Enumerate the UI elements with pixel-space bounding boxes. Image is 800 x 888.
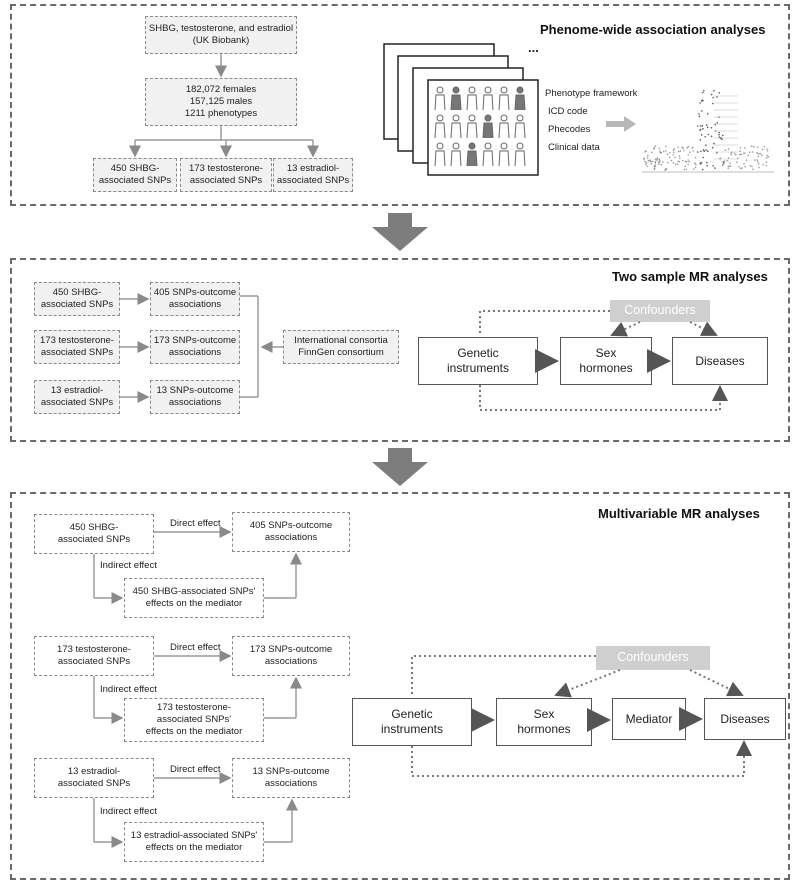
panel-two-sample-mr [10, 258, 790, 442]
source-box: SHBG, testosterone, and estradiol (UK Bi… [145, 16, 297, 54]
cards-ellipsis: ... [528, 40, 539, 55]
confounders-box-2: Confounders [596, 646, 710, 670]
cohort-box: 182,072 females 157,125 males 1211 pheno… [145, 78, 297, 126]
dag1-diseases: Diseases [672, 337, 768, 385]
mr-outcome-estradiol: 13 SNPs-outcome associations [150, 380, 240, 414]
indirect-effect-label-3: Indirect effect [100, 806, 157, 817]
phenotype-framework-label: Phenotype framework [545, 88, 638, 99]
dag2-diseases: Diseases [704, 698, 786, 740]
snp-box-testosterone: 173 testosterone- associated SNPs [180, 158, 272, 192]
phecodes-label: Phecodes [548, 124, 591, 135]
dag1-genetic-instruments: Genetic instruments [418, 337, 538, 385]
mv-outcome-testosterone: 173 SNPs-outcome associations [232, 636, 350, 676]
panel-phewas [10, 4, 790, 206]
mr-exposure-testosterone: 173 testosterone- associated SNPs [34, 330, 120, 364]
mv-exposure-testosterone: 173 testosterone- associated SNPs [34, 636, 154, 676]
phenotype-cards-illustration [383, 43, 539, 176]
panel-two-sample-mr-title: Two sample MR analyses [612, 269, 768, 284]
direct-effect-label-3: Direct effect [170, 764, 221, 775]
panel-multivariable-mr-title: Multivariable MR analyses [598, 506, 760, 521]
down-arrow-icon-1 [372, 213, 428, 251]
mr-exposure-shbg: 450 SHBG- associated SNPs [34, 282, 120, 316]
mv-exposure-shbg: 450 SHBG- associated SNPs [34, 514, 154, 554]
direct-effect-label-2: Direct effect [170, 642, 221, 653]
right-arrow-icon [606, 116, 636, 132]
direct-effect-label-1: Direct effect [170, 518, 221, 529]
confounders-box-1: Confounders [610, 300, 710, 322]
mv-outcome-estradiol: 13 SNPs-outcome associations [232, 758, 350, 798]
mr-outcome-testosterone: 173 SNPs-outcome associations [150, 330, 240, 364]
phewas-plot-thumbnail [642, 90, 774, 173]
mv-mediator-estradiol: 13 estradiol-associated SNPs' effects on… [124, 822, 264, 862]
panel-phewas-title: Phenome-wide association analyses [540, 22, 766, 37]
indirect-effect-label-2: Indirect effect [100, 684, 157, 695]
mv-mediator-testosterone: 173 testosterone- associated SNPs' effec… [124, 698, 264, 742]
dag2-mediator: Mediator [612, 698, 686, 740]
snp-box-shbg: 450 SHBG- associated SNPs [93, 158, 177, 192]
consortia-box: International consortia FinnGen consorti… [283, 330, 399, 364]
snp-box-estradiol: 13 estradiol- associated SNPs [273, 158, 353, 192]
dag2-sex-hormones: Sex hormones [496, 698, 592, 746]
mr-exposure-estradiol: 13 estradiol- associated SNPs [34, 380, 120, 414]
down-arrow-icon-2 [372, 448, 428, 486]
dag2-genetic-instruments: Genetic instruments [352, 698, 472, 746]
clinical-data-label: Clinical data [548, 142, 600, 153]
mr-outcome-shbg: 405 SNPs-outcome associations [150, 282, 240, 316]
mv-mediator-shbg: 450 SHBG-associated SNPs' effects on the… [124, 578, 264, 618]
mv-outcome-shbg: 405 SNPs-outcome associations [232, 512, 350, 552]
dag1-sex-hormones: Sex hormones [560, 337, 652, 385]
mv-exposure-estradiol: 13 estradiol- associated SNPs [34, 758, 154, 798]
panel-multivariable-mr [10, 492, 790, 880]
icd-code-label: ICD code [548, 106, 588, 117]
indirect-effect-label-1: Indirect effect [100, 560, 157, 571]
